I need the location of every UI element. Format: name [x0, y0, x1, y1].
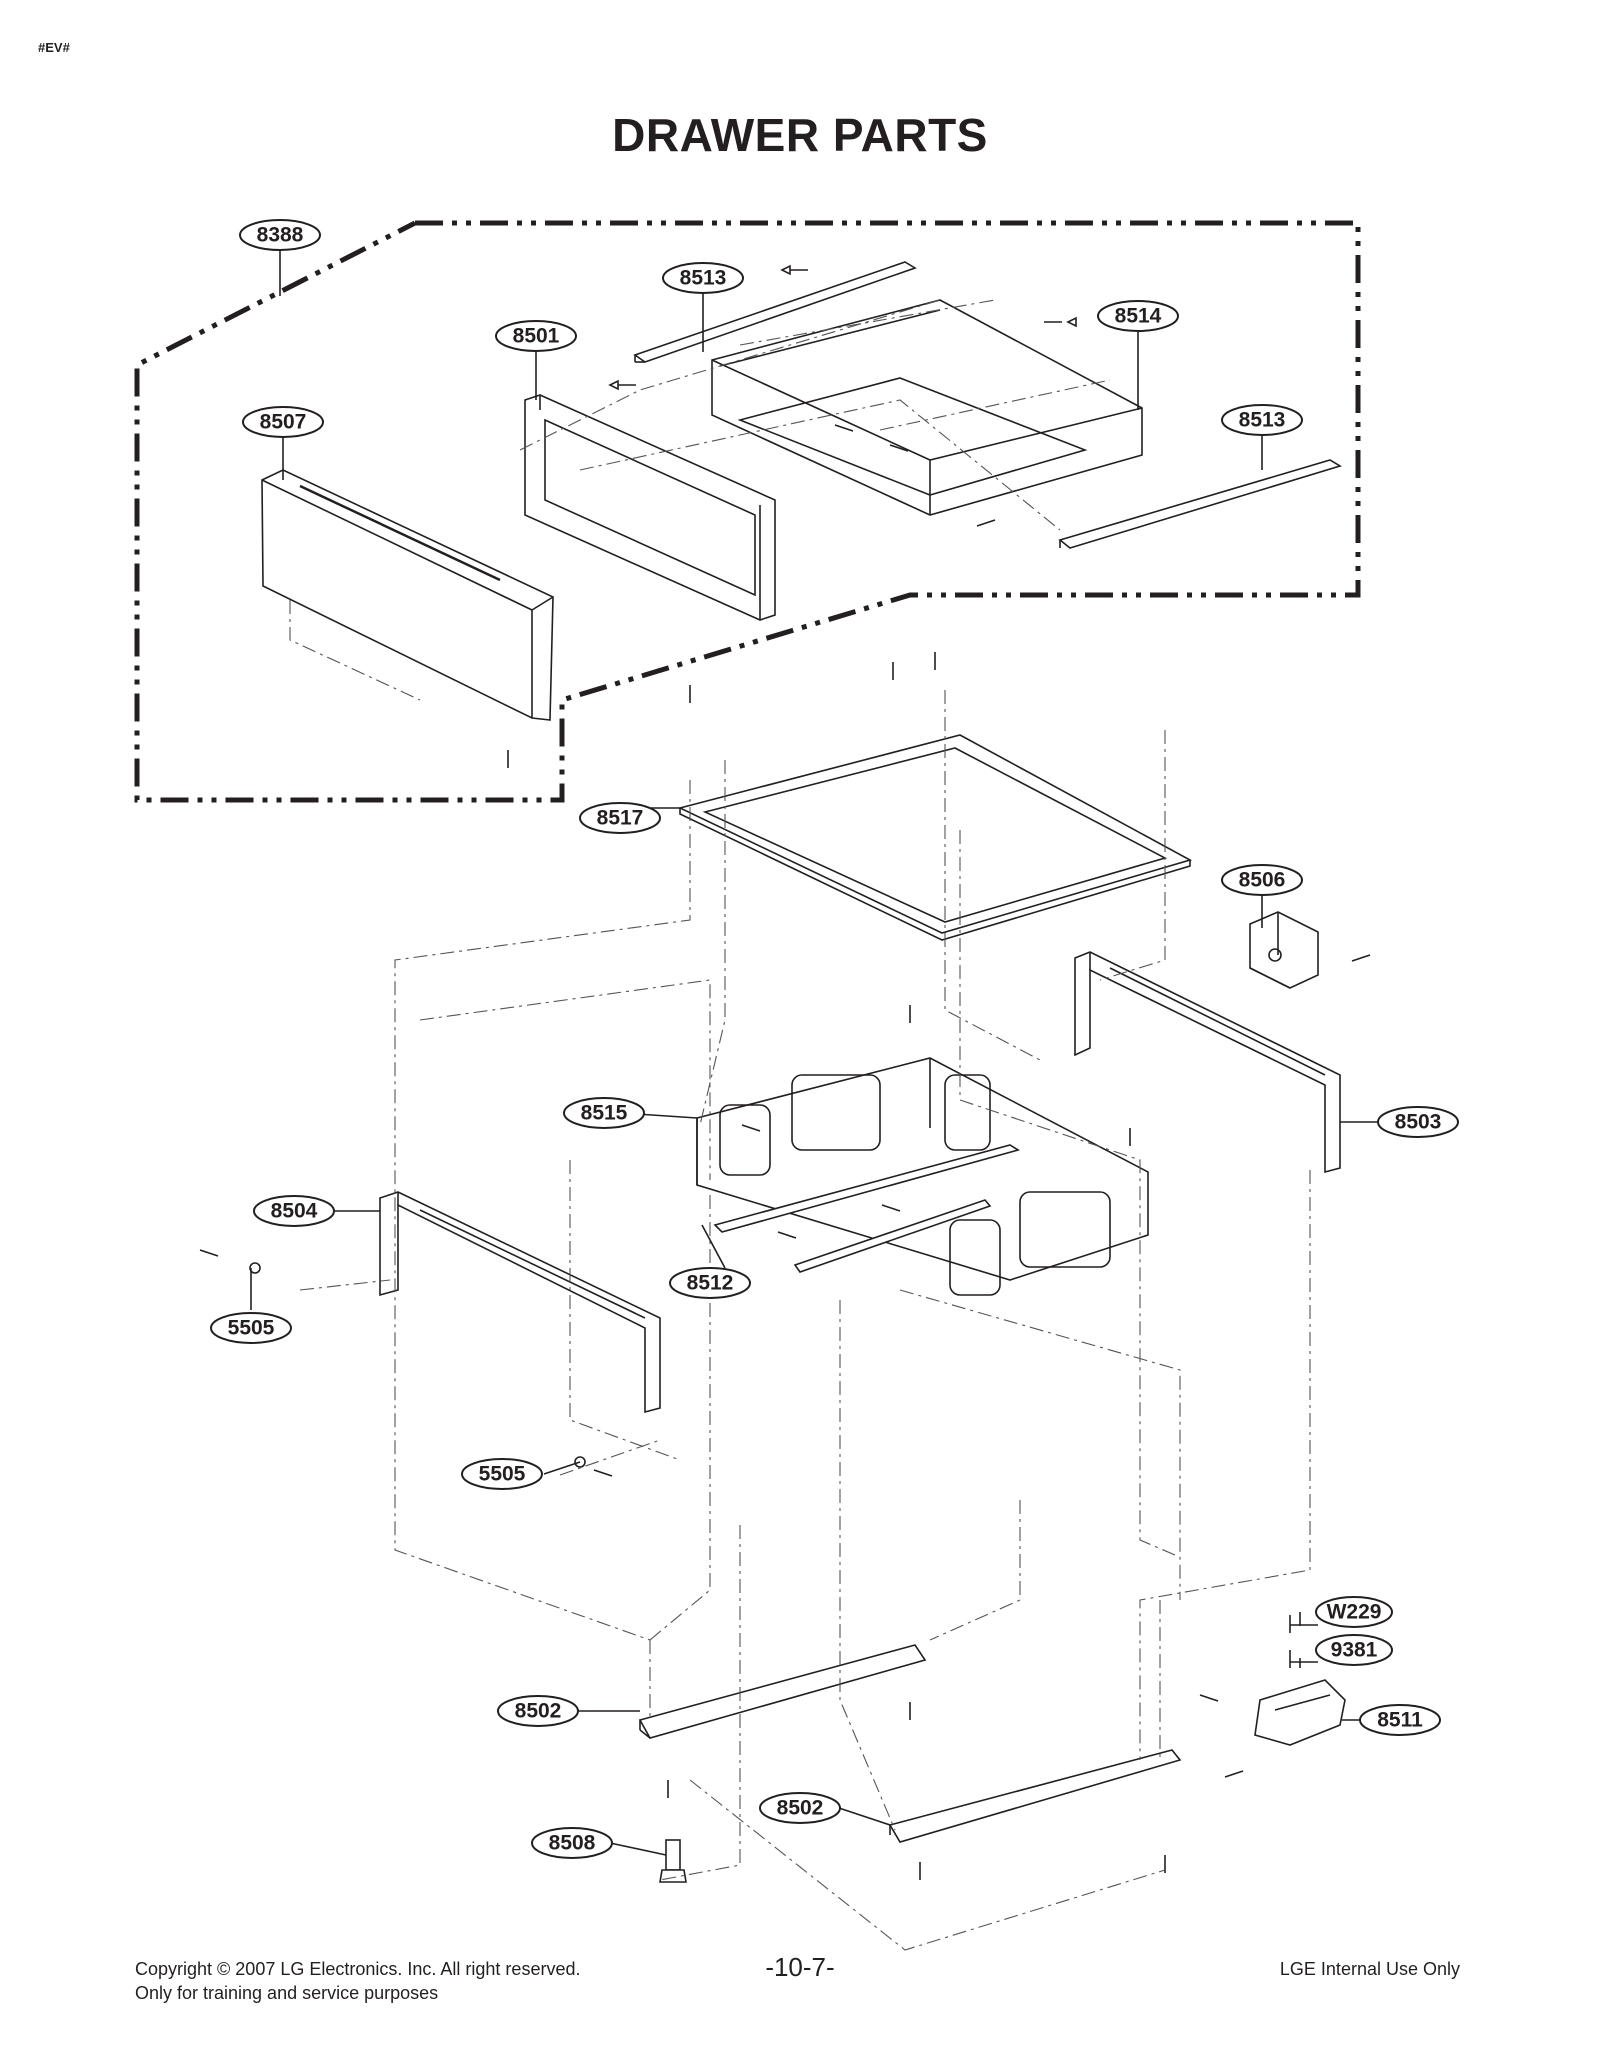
callout-8502-right: 8502	[759, 1792, 841, 1824]
callout-8514: 8514	[1097, 300, 1179, 332]
callout-9381: 9381	[1315, 1634, 1393, 1666]
internal-use-notice: LGE Internal Use Only	[1279, 1959, 1460, 1979]
svg-text:8513: 8513	[1239, 409, 1286, 432]
callout-W229: W229	[1315, 1596, 1393, 1628]
drawer-parts-linework	[199, 261, 1371, 1883]
top-plate	[677, 734, 1193, 941]
callout-8515: 8515	[563, 1097, 645, 1129]
svg-text:5505: 5505	[479, 1463, 526, 1486]
svg-text:8517: 8517	[597, 807, 644, 830]
svg-text:8511: 8511	[1377, 1709, 1423, 1732]
svg-text:8501: 8501	[513, 325, 560, 348]
callout-8388: 8388	[239, 219, 321, 251]
svg-text:8515: 8515	[581, 1102, 628, 1125]
drawer-rail-right	[1058, 459, 1342, 549]
side-bracket-left	[379, 1191, 661, 1414]
housing-slide-rail	[713, 1144, 1020, 1273]
base-rail-left	[638, 1644, 927, 1739]
svg-text:8388: 8388	[257, 224, 304, 247]
svg-text:8514: 8514	[1115, 305, 1162, 328]
callout-5505-lower: 5505	[461, 1458, 543, 1490]
callout-8506: 8506	[1221, 864, 1303, 896]
callout-8511: 8511	[1359, 1704, 1441, 1736]
side-bracket-right	[1074, 951, 1341, 1174]
leader-lines	[250, 250, 1378, 1856]
svg-text:8508: 8508	[549, 1832, 596, 1855]
svg-text:8504: 8504	[271, 1200, 318, 1223]
drawer-front-panel	[261, 469, 554, 721]
drawer-tub	[711, 299, 1143, 516]
callout-8504: 8504	[253, 1195, 335, 1227]
drawer-frame	[524, 394, 776, 621]
drawer-rail-left	[633, 261, 917, 363]
callout-8517: 8517	[579, 802, 661, 834]
callout-8502-left: 8502	[497, 1695, 579, 1727]
callout-8501: 8501	[495, 320, 577, 352]
copyright-line-2: Only for training and service purposes	[135, 1983, 439, 2003]
bracket	[1249, 911, 1319, 989]
callout-8507: 8507	[242, 406, 324, 438]
copyright-notice: Copyright © 2007 LG Electronics. Inc. Al…	[135, 1957, 580, 2005]
cover-piece	[1254, 1679, 1346, 1746]
svg-text:9381: 9381	[1331, 1639, 1378, 1662]
base-rail-right	[888, 1749, 1182, 1843]
svg-text:8507: 8507	[260, 411, 307, 434]
page-title: DRAWER PARTS	[612, 109, 988, 161]
copyright-line-1: Copyright © 2007 LG Electronics. Inc. Al…	[135, 1959, 581, 1979]
alignment-lines	[289, 299, 1311, 1951]
callout-8508: 8508	[531, 1827, 613, 1859]
svg-text:8506: 8506	[1239, 869, 1286, 892]
svg-text:8502: 8502	[777, 1797, 824, 1820]
svg-text:8502: 8502	[515, 1700, 562, 1723]
callout-8503: 8503	[1377, 1106, 1459, 1138]
document-tag: #EV#	[38, 40, 70, 55]
svg-text:8512: 8512	[687, 1272, 734, 1295]
callout-8513-upper: 8513	[662, 262, 744, 294]
svg-text:W229: W229	[1327, 1601, 1382, 1624]
callout-8512: 8512	[669, 1267, 751, 1299]
svg-text:8503: 8503	[1395, 1111, 1442, 1134]
callout-5505-left: 5505	[210, 1312, 292, 1344]
callout-8513-right: 8513	[1221, 404, 1303, 436]
svg-text:8513: 8513	[680, 267, 727, 290]
svg-text:5505: 5505	[228, 1317, 275, 1340]
page-number: -10-7-	[765, 1952, 835, 1982]
drawer-assembly-boundary	[134, 220, 1361, 803]
